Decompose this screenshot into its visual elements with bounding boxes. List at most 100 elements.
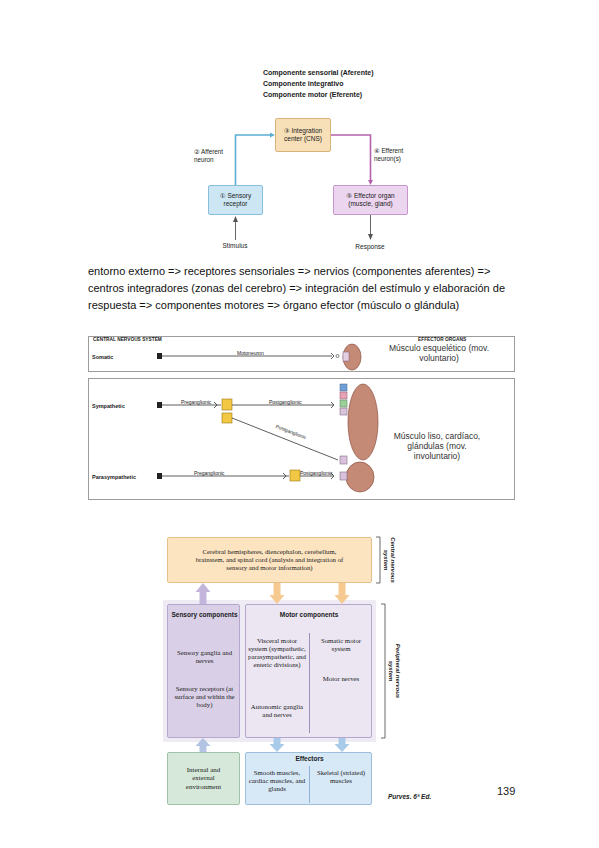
node-heading: Somatic xyxy=(92,354,113,361)
node-heading: Effectors xyxy=(246,755,373,763)
process-box: ⑤ Effector organ (muscle, gland) xyxy=(333,185,408,215)
arrow-head xyxy=(368,234,373,240)
node-text: Internal and external environment xyxy=(180,766,228,791)
node-text: Cerebral hemispheres, diencephalon, cere… xyxy=(195,548,345,572)
stimulus-arrow xyxy=(235,221,236,240)
synapse-symbol xyxy=(336,355,339,358)
muscle-organ xyxy=(343,344,361,370)
bracket xyxy=(376,537,380,583)
connector-line xyxy=(236,135,271,185)
cns-box: Cerebral hemispheres, diencephalon, cere… xyxy=(167,537,372,583)
column-header: EFFECTOR ORGANS xyxy=(418,337,466,343)
environment-box: Internal and external environment xyxy=(167,752,240,805)
synapse-symbol xyxy=(331,353,334,359)
component-box: Motor componentsVisceral motor system (s… xyxy=(245,604,372,738)
synapse-symbol xyxy=(214,402,217,408)
effector-box: EffectorsSmooth muscles, cardiac muscles… xyxy=(245,752,372,805)
receptor-symbol xyxy=(340,456,347,464)
node-text: Skeletal (striated) muscles xyxy=(312,769,370,785)
organ-symbol xyxy=(348,384,378,460)
edge-label: ② Afferent neuron xyxy=(194,148,238,163)
arrow-head xyxy=(270,744,285,752)
ganglion-symbol xyxy=(222,413,232,423)
connector xyxy=(236,133,276,186)
connector xyxy=(196,583,211,604)
node-text: Parasympathetic xyxy=(92,474,136,481)
arrow-head xyxy=(270,595,285,604)
connector-line xyxy=(274,583,281,595)
connector-line xyxy=(339,738,346,744)
receptor-symbol xyxy=(340,400,347,407)
node-text: Autonomic ganglia and nerves xyxy=(248,703,306,719)
node-text: Postganglionic xyxy=(275,423,308,440)
synapse-symbol xyxy=(283,473,286,479)
divider-line xyxy=(309,766,310,803)
arrow-head xyxy=(196,583,211,592)
node-text: Sensory receptors (at surface and within… xyxy=(170,685,239,709)
connector-line xyxy=(200,746,207,752)
connector xyxy=(270,738,285,752)
connector xyxy=(335,583,350,604)
ganglion-symbol xyxy=(290,470,300,481)
connector xyxy=(331,135,373,185)
axon-line xyxy=(162,476,289,477)
bracket xyxy=(381,604,385,738)
receptor-symbol xyxy=(340,472,347,480)
bracket-label: Central nervous system xyxy=(382,535,396,585)
node-text: Sensory ganglia and nerves xyxy=(170,649,239,665)
heading-text: Componente integrativo xyxy=(263,80,344,88)
neuron-body xyxy=(157,402,162,408)
heading-text: Componente motor (Eferente) xyxy=(263,91,362,99)
connector-line xyxy=(339,583,346,595)
node-heading: Motor components xyxy=(279,611,339,619)
organ-symbol xyxy=(346,462,374,492)
node-text: Preganglionic xyxy=(194,470,224,476)
body-paragraph: entorno externo => receptores sensoriale… xyxy=(88,263,520,314)
node-heading: Sympathetic xyxy=(92,403,125,410)
synapse-symbol xyxy=(331,402,334,408)
process-box: ③ Integration center (CNS) xyxy=(275,118,331,152)
source-note: Purves. 6ª Ed. xyxy=(388,793,431,801)
receptor-symbol xyxy=(343,352,349,361)
node-text: Visceral motor system (sympathetic, para… xyxy=(248,637,306,670)
node-text: Smooth muscles, cardiac muscles, and gla… xyxy=(248,769,306,793)
node-text: ③ Integration center (CNS) xyxy=(278,127,328,143)
process-box: ① Sensory receptor xyxy=(208,185,263,215)
receptor-symbol xyxy=(340,408,347,415)
connector xyxy=(335,738,350,752)
node-text: Postganglionic xyxy=(300,470,333,476)
column-header: CENTRAL NERVOUS SYSTEM xyxy=(93,337,162,343)
connector-line xyxy=(274,738,281,744)
arrow-head xyxy=(335,744,350,752)
figure-panel: SympatheticPreganglionicPostganglionicPo… xyxy=(88,378,515,500)
ganglion-symbol xyxy=(222,399,232,410)
arrow-head xyxy=(233,216,238,222)
receptor-symbol xyxy=(340,392,347,399)
neuron-body xyxy=(157,473,162,479)
node-text: Músculo esquelético (mov. voluntario) xyxy=(389,343,489,363)
node-text: Motor nerves xyxy=(312,675,370,683)
arrow-head xyxy=(335,595,350,604)
arrow-head xyxy=(270,133,275,138)
component-box: Sensory componentsSensory ganglia and ne… xyxy=(167,604,240,738)
arrow-head xyxy=(368,180,373,185)
connector xyxy=(270,583,285,604)
connector-line xyxy=(200,592,207,604)
divider-line xyxy=(309,633,310,733)
axon-line xyxy=(232,418,338,460)
edge-label: ④ Efferent neuron(s) xyxy=(374,147,420,162)
neuron-body xyxy=(157,353,162,359)
region-background xyxy=(163,600,376,742)
connector-line xyxy=(331,135,371,180)
connector xyxy=(196,738,211,752)
node-text: ⑤ Effector organ (muscle, gland) xyxy=(336,192,405,208)
node-text: Preganglionic xyxy=(181,399,211,405)
heading-text: Componente sensorial (Aferente) xyxy=(263,69,373,77)
node-text: Somatic motor system xyxy=(312,637,370,653)
response-arrow xyxy=(370,215,371,234)
stimulus-label: Stimulus xyxy=(205,242,265,250)
response-label: Response xyxy=(340,243,400,251)
node-text: Postganglionic xyxy=(269,399,302,405)
